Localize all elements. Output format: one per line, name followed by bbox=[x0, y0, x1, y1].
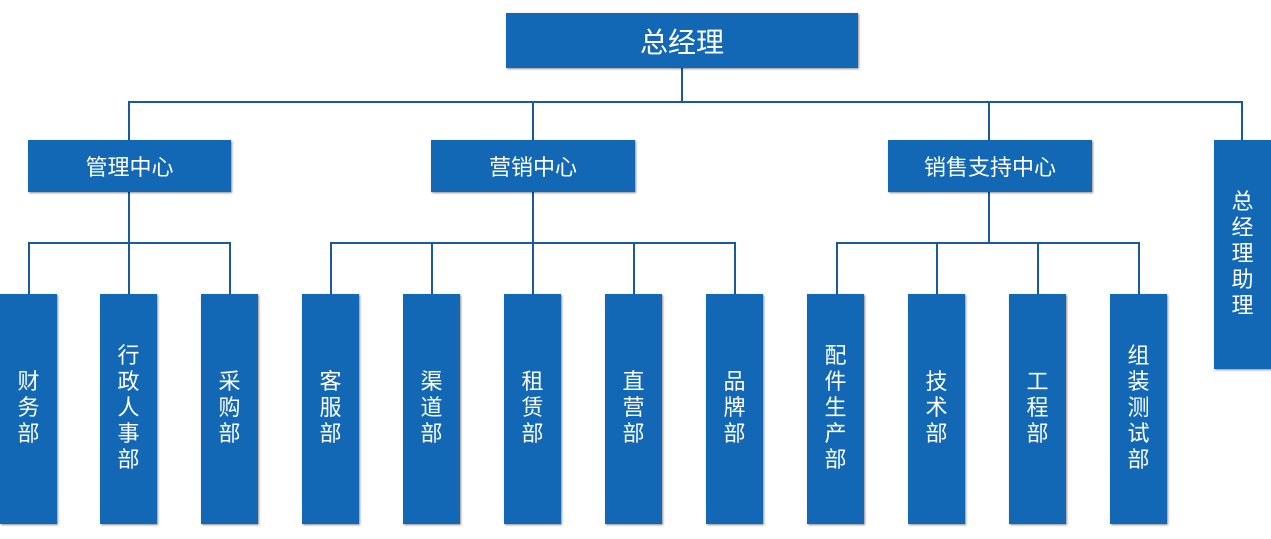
connector-to-assistant bbox=[1241, 101, 1243, 140]
dept-qudao-label: 渠道部 bbox=[420, 370, 443, 447]
connector-dept-caigou bbox=[229, 242, 231, 294]
connector-dept-qudao bbox=[431, 242, 433, 294]
connector-xiaoshou-bus bbox=[836, 242, 1140, 244]
dept-gongcheng: 工程部 bbox=[1009, 294, 1066, 524]
connector-dept-pinpai bbox=[734, 242, 736, 294]
connector-root-down bbox=[681, 67, 683, 102]
dept-kefu: 客服部 bbox=[302, 294, 359, 524]
dept-zuzhuang-ceshi-label: 组装测试部 bbox=[1127, 344, 1150, 473]
dept-xingzheng-renshi: 行政人事部 bbox=[100, 294, 157, 524]
connector-dept-zuzhuang bbox=[1138, 242, 1140, 294]
connector-xiaoshou-down bbox=[988, 192, 990, 243]
connector-center-bus bbox=[128, 101, 1243, 103]
connector-dept-zulin bbox=[532, 242, 534, 294]
connector-dept-caiwu bbox=[28, 242, 30, 294]
dept-caiwu: 财务部 bbox=[0, 294, 57, 524]
ceo-assistant-box: 总经理助理 bbox=[1214, 140, 1271, 369]
dept-caigou: 采购部 bbox=[201, 294, 258, 524]
dept-gongcheng-label: 工程部 bbox=[1026, 370, 1049, 447]
dept-peijian-shengchan: 配件生产部 bbox=[807, 294, 864, 524]
dept-pinpai-label: 品牌部 bbox=[723, 370, 746, 447]
center-xiaoshou-zhichi: 销售支持中心 bbox=[888, 140, 1092, 192]
center-yingxiao: 营销中心 bbox=[431, 140, 635, 192]
connector-dept-kefu bbox=[330, 242, 332, 294]
connector-dept-xingzheng bbox=[128, 242, 130, 294]
center-guanli: 管理中心 bbox=[28, 140, 231, 192]
connector-dept-zhiying bbox=[633, 242, 635, 294]
dept-caiwu-label: 财务部 bbox=[17, 370, 40, 447]
center-xiaoshou-zhichi-label: 销售支持中心 bbox=[923, 156, 1056, 181]
connector-dept-peijian bbox=[836, 242, 838, 294]
connector-guanli-down bbox=[128, 192, 130, 243]
ceo-assistant-label: 总经理助理 bbox=[1231, 189, 1254, 319]
dept-kefu-label: 客服部 bbox=[319, 370, 342, 447]
dept-caigou-label: 采购部 bbox=[218, 370, 241, 447]
dept-zulin: 租赁部 bbox=[504, 294, 561, 524]
dept-peijian-shengchan-label: 配件生产部 bbox=[824, 344, 847, 473]
dept-jishu: 技术部 bbox=[908, 294, 965, 524]
dept-zulin-label: 租赁部 bbox=[521, 370, 544, 447]
ceo-label: 总经理 bbox=[639, 25, 724, 59]
center-yingxiao-label: 营销中心 bbox=[488, 156, 577, 181]
dept-xingzheng-renshi-label: 行政人事部 bbox=[117, 344, 140, 473]
connector-dept-gongcheng bbox=[1037, 242, 1039, 294]
connector-to-yingxiao bbox=[532, 101, 534, 140]
dept-jishu-label: 技术部 bbox=[925, 370, 948, 447]
dept-zhiying: 直营部 bbox=[605, 294, 662, 524]
dept-pinpai: 品牌部 bbox=[706, 294, 763, 524]
center-guanli-label: 管理中心 bbox=[85, 156, 174, 181]
connector-to-guanli bbox=[128, 101, 130, 140]
dept-zhiying-label: 直营部 bbox=[622, 370, 645, 447]
connector-dept-jishu bbox=[936, 242, 938, 294]
connector-to-xiaoshou bbox=[988, 101, 990, 140]
dept-zuzhuang-ceshi: 组装测试部 bbox=[1110, 294, 1167, 524]
dept-qudao: 渠道部 bbox=[403, 294, 460, 524]
ceo-box: 总经理 bbox=[506, 13, 858, 68]
connector-yingxiao-down bbox=[532, 192, 534, 243]
